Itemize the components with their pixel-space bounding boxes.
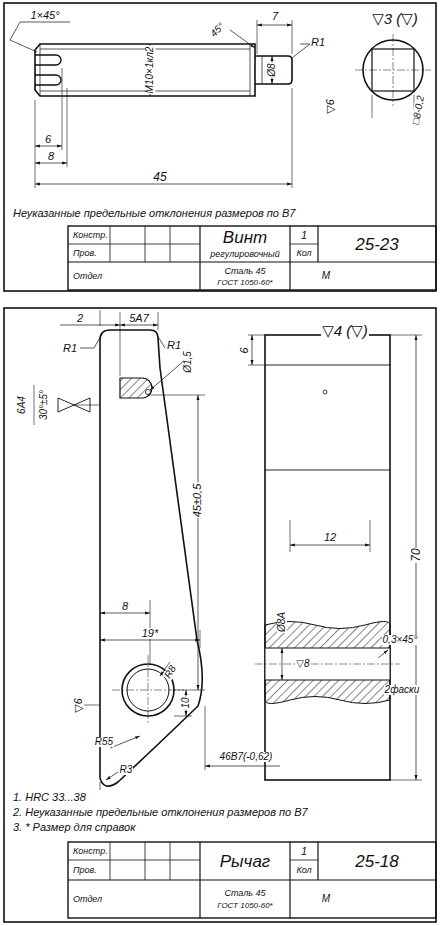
- radius-dimension: R1: [166, 340, 182, 351]
- radius-dimension: R55: [94, 737, 114, 747]
- dimension: 12: [323, 532, 337, 543]
- diameter-dimension: Ø1,5: [183, 350, 193, 374]
- dimension: 45±0,5: [192, 482, 203, 518]
- part-name: Винт: [222, 229, 268, 246]
- dimension: 10: [181, 696, 191, 709]
- roughness-mark: ▽6: [72, 697, 83, 714]
- drawing-note: Неуказанные предельные отклонения размер…: [12, 208, 296, 219]
- part-name: регулировочный: [209, 250, 280, 259]
- roughness-mark: ▽6: [324, 98, 335, 115]
- title-cell: Пров.: [72, 249, 98, 258]
- square-dimension: □8-0,2: [410, 94, 425, 126]
- dimension: 2: [76, 313, 84, 324]
- dimension: 8: [47, 151, 55, 162]
- part-name: Рычаг: [219, 853, 272, 870]
- title-cell: Отдел: [72, 895, 103, 904]
- dimension: 8: [121, 601, 129, 612]
- angle-dimension: 45°: [208, 20, 227, 39]
- title-cell: 1: [300, 230, 308, 241]
- title-cell: Кол: [295, 866, 312, 875]
- dimension: 7: [271, 11, 279, 22]
- title-cell: М: [321, 894, 331, 904]
- title-cell: Пров.: [72, 866, 98, 875]
- dimension: 6: [239, 346, 250, 354]
- drawing-number: 25-18: [354, 853, 399, 870]
- chamfer-dimension: 0,3×45°: [382, 635, 419, 645]
- material: ГОСТ 1050-60*: [216, 279, 273, 287]
- radius-dimension: R1: [62, 343, 78, 354]
- material: Сталь 45: [223, 889, 266, 898]
- dimension: 6: [44, 134, 52, 145]
- roughness-mark: ▽3 (▽): [371, 11, 419, 26]
- drawing-note: 2. Неуказанные предельные отклонения раз…: [12, 807, 309, 818]
- title-cell: Отдел: [72, 272, 103, 281]
- drawing-note: 1. HRC 33...38: [12, 792, 87, 803]
- dimension: 46В7(-0,62): [219, 752, 274, 762]
- diameter-dimension: Ø8А: [277, 611, 287, 633]
- dimension: 5А7: [128, 313, 150, 324]
- drawing-note: 3. * Размер для справок: [12, 822, 136, 833]
- title-cell: Констр.: [72, 847, 109, 856]
- note: 2фаски: [384, 685, 421, 695]
- material: Сталь 45: [223, 267, 266, 276]
- roughness-mark: ▽4 (▽): [321, 323, 369, 338]
- dimension: 70: [410, 547, 422, 562]
- title-cell: М: [321, 271, 331, 281]
- roughness-mark: ▽8: [295, 659, 310, 669]
- chamfer-dimension: 1×45°: [29, 10, 60, 21]
- material: ГОСТ 1050-60*: [216, 902, 273, 910]
- dimension: 19*: [141, 628, 160, 639]
- radius-dimension: R3: [119, 765, 134, 775]
- title-cell: Констр.: [72, 231, 109, 240]
- diameter-dimension: Ø8: [267, 62, 277, 77]
- title-cell: Кол: [295, 249, 312, 258]
- radius-dimension: R8: [162, 663, 178, 681]
- title-cell: 1: [300, 846, 308, 857]
- radius-dimension: R1: [310, 37, 326, 48]
- drawing-number: 25-23: [354, 236, 399, 253]
- angle-dimension: 30°±5°: [39, 389, 49, 421]
- dimension: 6А4: [17, 395, 27, 415]
- dimension: 45: [152, 171, 167, 183]
- thread-dimension: М10×1кл2: [145, 46, 155, 95]
